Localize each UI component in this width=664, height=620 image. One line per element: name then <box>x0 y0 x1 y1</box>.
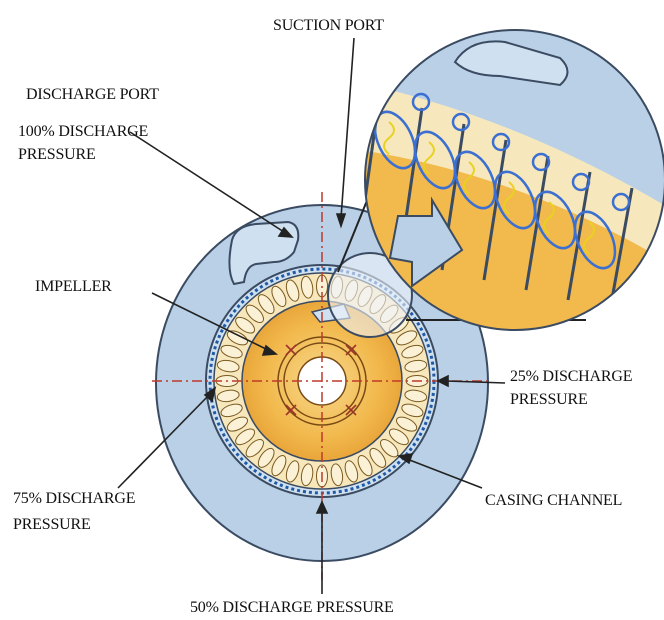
discharge-25-label-line2: PRESSURE <box>510 389 588 411</box>
discharge-50-label: 50% DISCHARGE PRESSURE <box>190 597 394 619</box>
discharge-75-label-line2: PRESSURE <box>13 514 91 536</box>
discharge-100-label-line1: 100% DISCHARGE <box>18 121 148 143</box>
discharge-25-label-line1: 25% DISCHARGE <box>510 366 632 388</box>
impeller-label: IMPELLER <box>35 276 112 298</box>
discharge-100-label-line2: PRESSURE <box>18 144 96 166</box>
discharge-75-label-line1: 75% DISCHARGE <box>13 488 135 510</box>
discharge-port-label: DISCHARGE PORT <box>26 84 159 106</box>
suction-port-label: SUCTION PORT <box>273 15 384 37</box>
casing-channel-label: CASING CHANNEL <box>485 490 622 512</box>
